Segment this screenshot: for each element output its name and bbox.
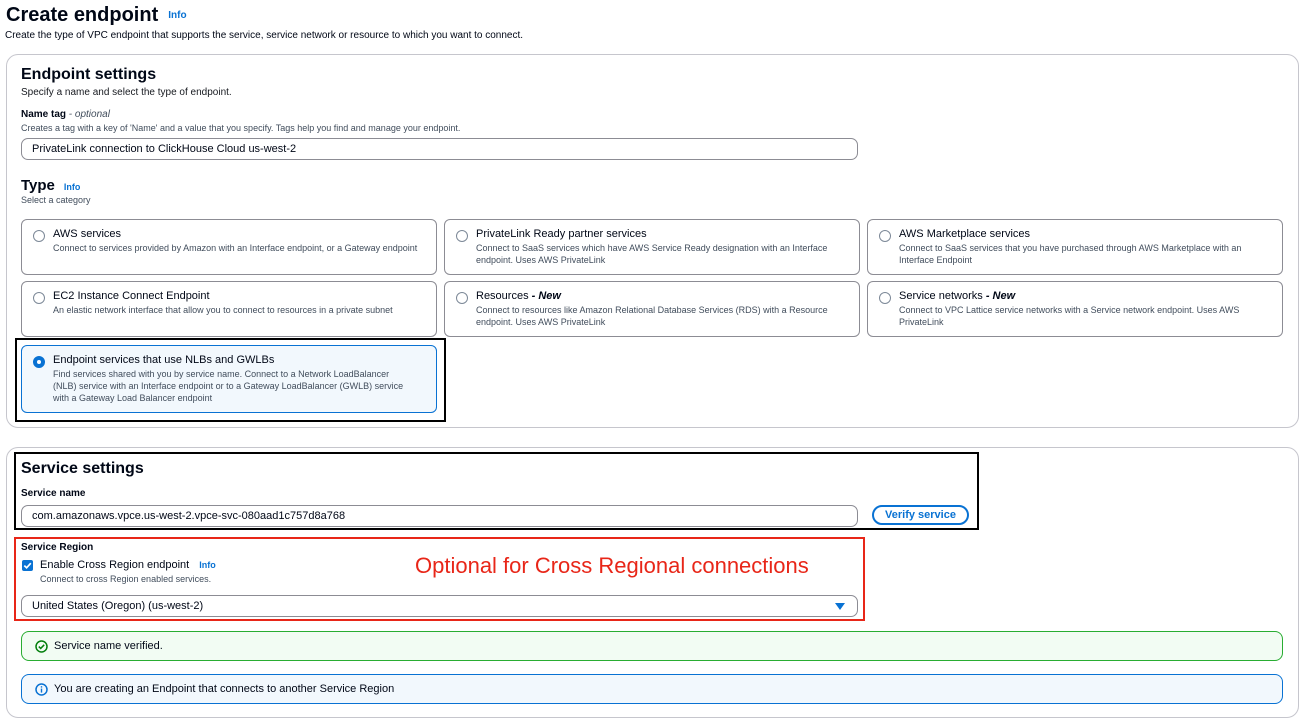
page-info-link[interactable]: Info — [168, 10, 186, 21]
cross-region-info-link[interactable]: Info — [199, 560, 216, 570]
name-tag-label: Name tag - optional — [21, 109, 110, 120]
type-option-service-networks[interactable]: Service networks - New Connect to VPC La… — [867, 281, 1283, 337]
info-circle-icon — [35, 683, 48, 699]
radio-ec2-instance-connect[interactable] — [33, 292, 45, 304]
endpoint-settings-title: Endpoint settings — [21, 66, 156, 84]
endpoint-settings-description: Specify a name and select the type of en… — [21, 87, 232, 98]
service-name-label: Service name — [21, 488, 86, 499]
name-tag-input[interactable]: PrivateLink connection to ClickHouse Clo… — [21, 138, 858, 160]
name-tag-hint: Creates a tag with a key of 'Name' and a… — [21, 123, 460, 133]
radio-marketplace[interactable] — [879, 230, 891, 242]
option-title: Service networks - New — [899, 290, 1272, 303]
type-option-aws-services[interactable]: AWS services Connect to services provide… — [21, 219, 437, 275]
region-select-value: United States (Oregon) (us-west-2) — [32, 600, 203, 612]
option-description: Find services shared with you by service… — [53, 368, 426, 404]
option-title: AWS Marketplace services — [899, 228, 1272, 241]
option-description: An elastic network interface that allow … — [53, 304, 426, 316]
radio-privatelink-partner[interactable] — [456, 230, 468, 242]
new-badge: - New — [532, 290, 561, 302]
option-title: AWS services — [53, 228, 426, 241]
radio-aws-services[interactable] — [33, 230, 45, 242]
option-title: Endpoint services that use NLBs and GWLB… — [53, 354, 426, 367]
service-settings-title: Service settings — [21, 460, 144, 478]
option-description: Connect to SaaS services which have AWS … — [476, 242, 849, 266]
service-verified-alert: Service name verified. — [21, 631, 1283, 661]
region-select[interactable]: United States (Oregon) (us-west-2) — [21, 595, 858, 617]
caret-down-icon — [835, 603, 845, 610]
radio-resources[interactable] — [456, 292, 468, 304]
type-option-privatelink-partner[interactable]: PrivateLink Ready partner services Conne… — [444, 219, 860, 275]
new-badge: - New — [986, 290, 1015, 302]
type-option-endpoint-services[interactable]: Endpoint services that use NLBs and GWLB… — [21, 345, 437, 413]
success-check-icon — [35, 640, 48, 656]
option-description: Connect to VPC Lattice service networks … — [899, 304, 1272, 328]
page-description: Create the type of VPC endpoint that sup… — [5, 30, 523, 41]
checkmark-icon — [22, 560, 33, 571]
option-description: Connect to SaaS services that you have p… — [899, 242, 1272, 266]
option-description: Connect to services provided by Amazon w… — [53, 242, 426, 254]
name-tag-optional: - optional — [69, 109, 110, 120]
cross-region-checkbox-label: Enable Cross Region endpointInfo — [40, 559, 216, 571]
option-title: Resources - New — [476, 290, 849, 303]
type-option-marketplace[interactable]: AWS Marketplace services Connect to SaaS… — [867, 219, 1283, 275]
radio-endpoint-services[interactable] — [33, 356, 45, 368]
radio-service-networks[interactable] — [879, 292, 891, 304]
cross-region-checkbox[interactable] — [22, 560, 33, 571]
option-title: PrivateLink Ready partner services — [476, 228, 849, 241]
cross-region-info-alert: You are creating an Endpoint that connec… — [21, 674, 1283, 704]
success-alert-text: Service name verified. — [54, 640, 163, 652]
cross-region-hint: Connect to cross Region enabled services… — [40, 574, 211, 584]
option-title: EC2 Instance Connect Endpoint — [53, 290, 426, 303]
service-region-label: Service Region — [21, 542, 93, 553]
type-option-resources[interactable]: Resources - New Connect to resources lik… — [444, 281, 860, 337]
service-name-input[interactable]: com.amazonaws.vpce.us-west-2.vpce-svc-08… — [21, 505, 858, 527]
info-alert-text: You are creating an Endpoint that connec… — [54, 683, 394, 695]
type-info-link[interactable]: Info — [64, 182, 81, 192]
option-description: Connect to resources like Amazon Relatio… — [476, 304, 849, 328]
type-option-ec2-instance-connect[interactable]: EC2 Instance Connect Endpoint An elastic… — [21, 281, 437, 337]
type-title: TypeInfo — [21, 177, 80, 194]
type-hint: Select a category — [21, 195, 91, 205]
page-title: Create endpointInfo — [6, 4, 187, 27]
verify-service-button[interactable]: Verify service — [872, 505, 969, 525]
annotation-text: Optional for Cross Regional connections — [415, 553, 809, 579]
